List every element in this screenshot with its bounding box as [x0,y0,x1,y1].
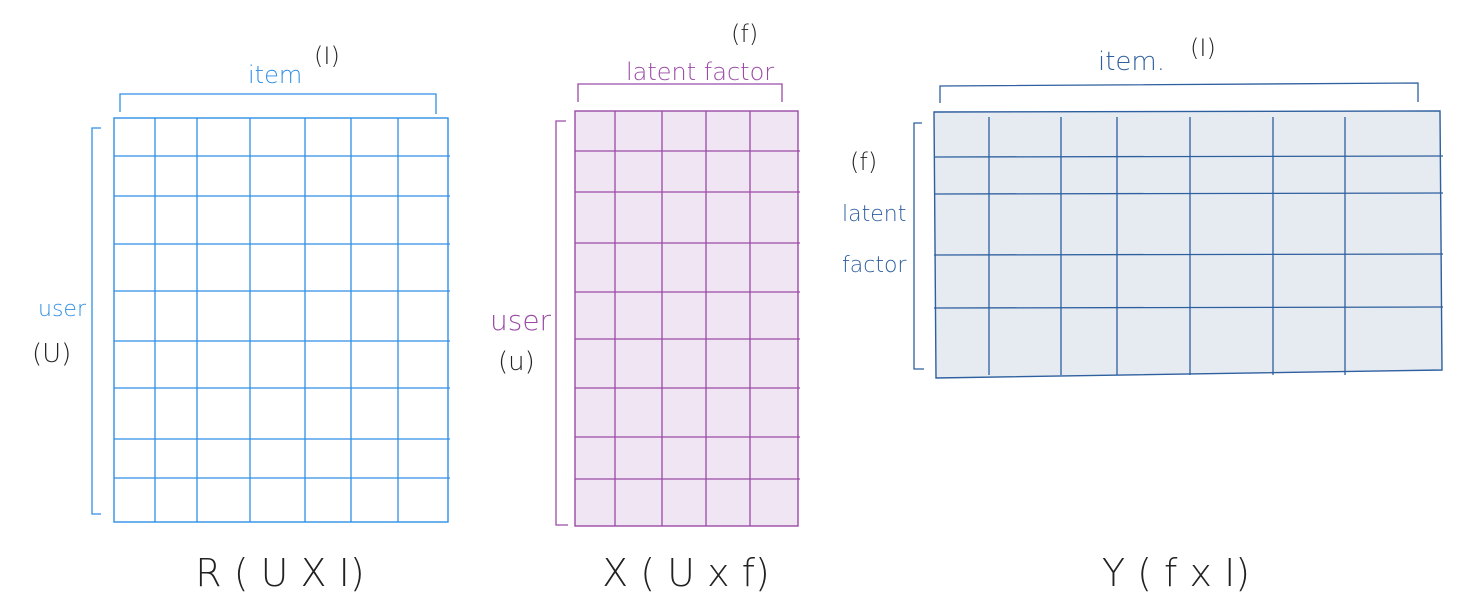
y-side-brace [913,122,924,370]
x-top-brace [577,83,783,102]
y-top-brace [939,82,1419,103]
y-side-label-line1: latent [842,202,906,227]
y-matrix [933,110,1443,379]
y-top-label: item. [1098,47,1165,77]
r-matrix-group: item (I) user (U) R ( U X I) [32,42,450,595]
y-grid-row-line [933,253,1444,256]
r-side-label: user [38,297,87,322]
x-side-brace [555,120,568,526]
x-top-label: latent factor [626,58,774,86]
y-side-label-suffix: (f) [850,148,877,176]
r-caption: R ( U X I) [195,551,364,595]
x-caption: X ( U x f) [602,551,770,595]
r-matrix-grid [114,118,450,522]
y-side-label-line2: factor [842,253,907,278]
y-grid-row-line [933,155,1444,158]
r-side-brace [91,127,101,515]
r-top-label-suffix: (I) [314,42,340,70]
r-top-label: item [248,61,302,89]
x-matrix-grid [575,111,800,526]
r-side-label-suffix: (U) [32,339,71,369]
y-grid-row-line [933,306,1444,309]
x-side-label: user [490,304,552,337]
y-top-label-suffix: (I) [1190,34,1216,62]
x-side-label-suffix: (u) [498,347,535,377]
y-matrix-group: item. (I) (f) latent factor Y ( f x I) [842,34,1444,595]
x-top-label-suffix: (f) [731,20,758,48]
x-matrix-group: (f) latent factor user (u) X ( U x f) [490,20,800,595]
r-matrix [113,117,449,523]
x-matrix [574,110,799,527]
y-grid-row-line [933,192,1444,195]
y-caption: Y ( f x I) [1102,551,1250,595]
y-matrix-grid [933,117,1444,375]
r-top-brace [119,93,437,114]
